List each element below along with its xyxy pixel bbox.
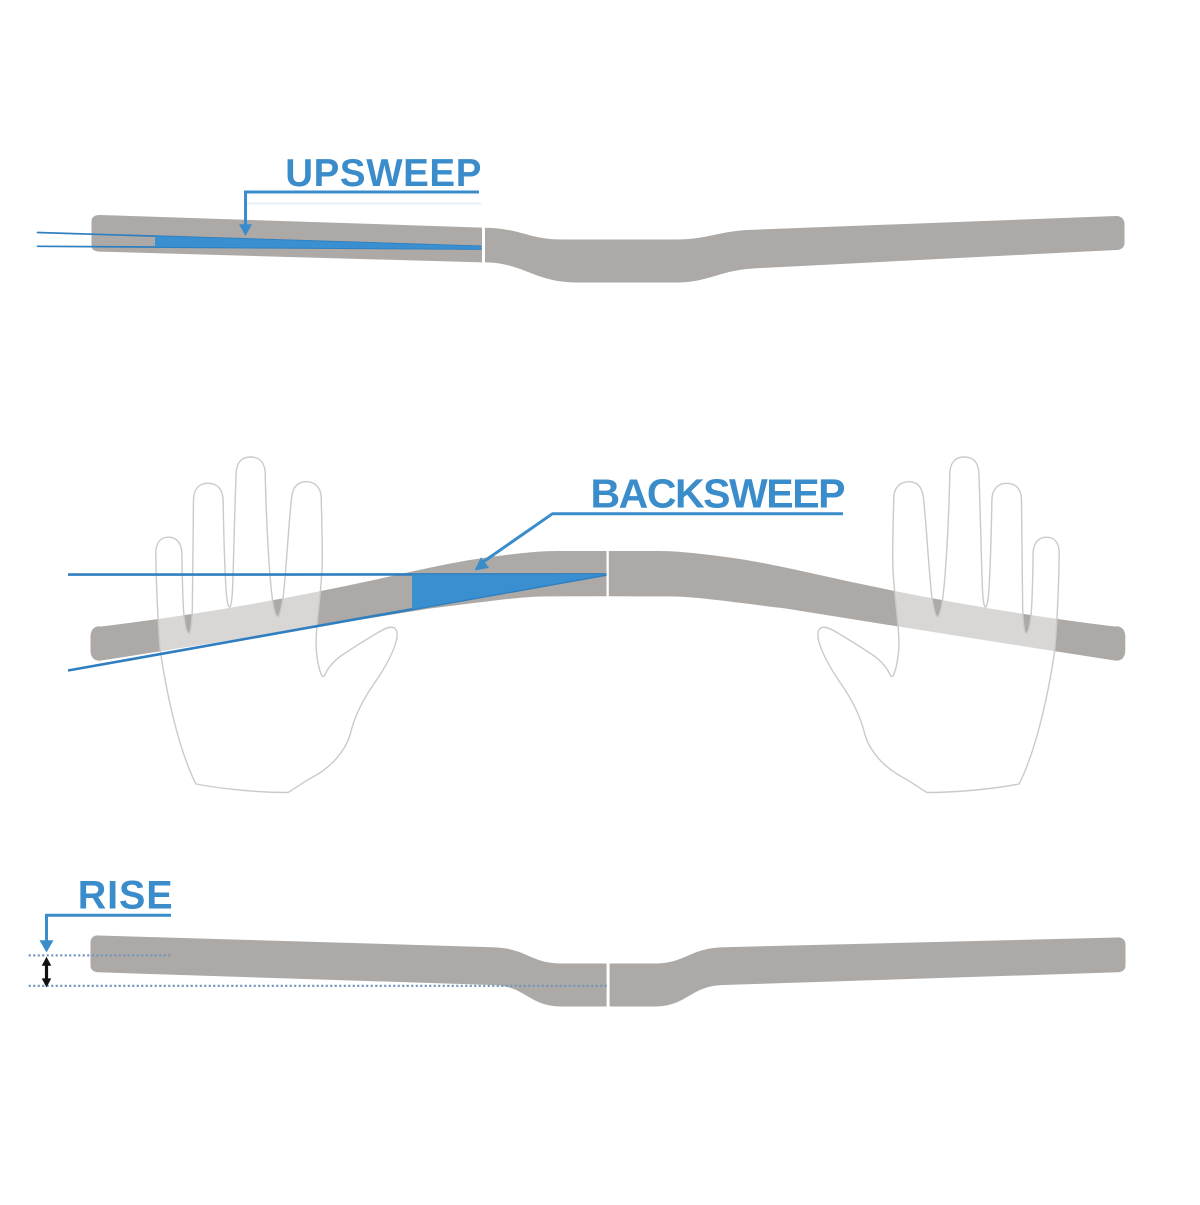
- svg-text:RISE: RISE: [78, 874, 174, 918]
- svg-text:BACKSWEEP: BACKSWEEP: [591, 471, 845, 517]
- svg-text:UPSWEEP: UPSWEEP: [285, 152, 482, 195]
